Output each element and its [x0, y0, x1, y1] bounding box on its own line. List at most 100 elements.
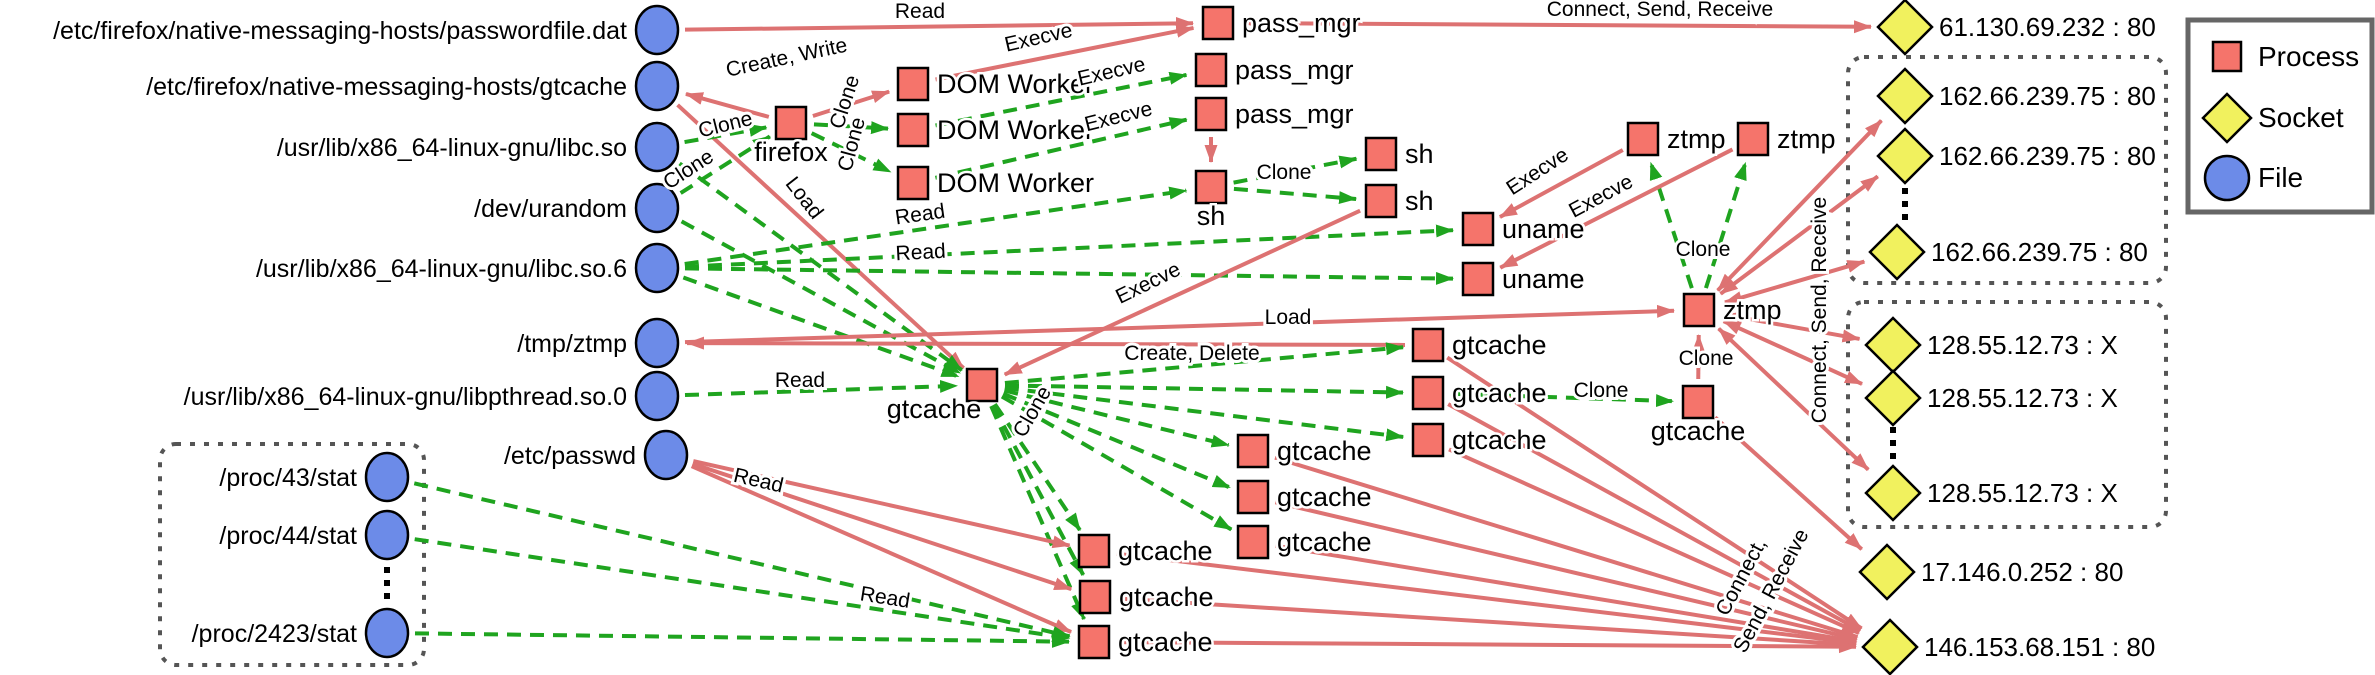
shr2-label: sh — [1405, 186, 1434, 216]
gm2-label: gtcache — [1277, 482, 1372, 512]
edge-label-firefox-f2: Create, Write — [724, 34, 849, 82]
edge-firefox-dom2 — [813, 121, 890, 135]
socket-node-s162c — [1868, 223, 1926, 281]
edge-f8-gb1 — [692, 459, 1071, 549]
edge-gr1-f6 — [685, 336, 1406, 350]
group-box-3 — [1846, 300, 2168, 529]
f10-label: /proc/44/stat — [219, 522, 357, 550]
f5-label: /usr/lib/x86_64-linux-gnu/libc.so.6 — [256, 255, 627, 283]
socket-node-s61 — [1876, 0, 1934, 56]
process-node-gz — [1681, 384, 1715, 420]
f7-label: /usr/lib/x86_64-linux-gnu/libpthread.so.… — [184, 383, 627, 411]
edge-label-gr2-gz: Clone — [1574, 379, 1629, 402]
legend-file-swatch — [2203, 154, 2251, 202]
edge-label-f10-gb3: Read — [858, 582, 911, 613]
edge-f1-pm1 — [684, 17, 1195, 32]
edge-gb2-s146 — [1117, 596, 1858, 651]
socket-node-s162b — [1876, 127, 1934, 185]
gr1-label: gtcache — [1452, 330, 1547, 360]
shr1-label: sh — [1405, 139, 1434, 169]
edge-shr2-g0 — [1003, 208, 1361, 377]
file-node-f6 — [634, 317, 680, 369]
process-node-dom1 — [896, 66, 930, 102]
ellipsis-dot — [1890, 427, 1896, 433]
f2-label: /etc/firefox/native-messaging-hosts/gtca… — [146, 73, 627, 101]
file-node-f5 — [634, 242, 680, 294]
edge-label-f5-un1: Read — [895, 240, 946, 266]
socket-node-s146 — [1861, 618, 1919, 675]
edge-f8-gb2 — [691, 461, 1073, 592]
process-node-zt2 — [1736, 121, 1770, 157]
edge-pm1-s61 — [1243, 16, 1873, 34]
f1-label: /etc/firefox/native-messaging-hosts/pass… — [53, 17, 627, 45]
edge-label-gz-zt0: Clone — [1679, 347, 1734, 370]
edge-label-f1-pm1: Read — [895, 0, 945, 23]
legend-socket-swatch — [2201, 92, 2253, 144]
pm3-label: pass_mgr — [1235, 99, 1354, 129]
ellipsis-dot — [1902, 188, 1908, 194]
zt1-label: ztmp — [1667, 124, 1726, 154]
pm1-label: pass_mgr — [1242, 8, 1361, 38]
edge-gr1-s146 — [1446, 355, 1863, 631]
process-node-pm1 — [1201, 5, 1235, 41]
edge-zt1-un1 — [1498, 148, 1624, 219]
gr2-label: gtcache — [1452, 378, 1547, 408]
free-edge-label: Connect, Send, Receive — [1808, 197, 1831, 423]
ellipsis-dot — [1890, 440, 1896, 446]
edge-gm3-s146 — [1275, 543, 1858, 646]
f3-label: /usr/lib/x86_64-linux-gnu/libc.so — [277, 134, 627, 162]
file-node-f7 — [634, 370, 680, 422]
edge-g0-gb2 — [991, 404, 1086, 576]
legend-process-swatch — [2211, 40, 2243, 73]
edge-firefox-dom3 — [810, 131, 892, 174]
process-node-gr2 — [1411, 375, 1445, 411]
s128b-label: 128.55.12.73 : X — [1927, 383, 2118, 413]
edge-label-f6-zt0: Load — [1265, 306, 1312, 329]
legend-label-file: File — [2258, 162, 2303, 193]
ellipsis-dot — [384, 567, 390, 573]
process-node-gm2 — [1236, 479, 1270, 515]
s128a-label: 128.55.12.73 : X — [1927, 330, 2118, 360]
file-node-f4 — [634, 182, 680, 234]
edge-f4-firefox — [679, 134, 771, 195]
socket-node-s128a — [1864, 316, 1922, 374]
edge-g0-gm1 — [1003, 388, 1230, 448]
edge-gr2-gz — [1450, 391, 1675, 408]
edge-zt0-s128c — [1717, 327, 1870, 472]
s61-label: 61.130.69.232 : 80 — [1939, 12, 2156, 42]
process-node-firefox — [774, 105, 808, 141]
edge-f9-gb3 — [413, 481, 1071, 639]
legend-label-socket: Socket — [2258, 102, 2344, 133]
edge-label-sh0-shr1: Clone — [1257, 161, 1312, 184]
process-node-gr3 — [1411, 422, 1445, 458]
socket-node-s17 — [1858, 543, 1916, 601]
edge-g0-gm3 — [1000, 394, 1233, 532]
process-node-sh0 — [1194, 169, 1228, 205]
f9-label: /proc/43/stat — [219, 464, 357, 492]
file-node-f2 — [634, 60, 680, 112]
edge-label-f3-firefox: Clone — [696, 107, 755, 143]
pm2-label: pass_mgr — [1235, 55, 1354, 85]
edge-label-f2-g0: Load — [781, 173, 828, 224]
edge-dom1-pm1 — [935, 24, 1195, 82]
edge-gr2-s146 — [1447, 402, 1862, 633]
edge-f5-sh0 — [684, 186, 1188, 266]
s162b-label: 162.66.239.75 : 80 — [1939, 141, 2156, 171]
gz-label: gtcache — [1651, 416, 1746, 446]
edge-firefox-f2 — [684, 92, 770, 119]
edge-f5-un2 — [684, 266, 1455, 285]
f11-label: /proc/2423/stat — [192, 620, 357, 648]
edge-zt0-s162c — [1723, 259, 1866, 305]
socket-node-s162a — [1876, 67, 1934, 125]
socket-node-s128c — [1864, 464, 1922, 522]
edge-zt0-s162b — [1719, 174, 1879, 296]
edge-g0-gb1 — [993, 402, 1082, 532]
edge-dom3-pm3 — [934, 117, 1188, 180]
g0-label: gtcache — [887, 394, 982, 424]
process-node-gb2 — [1078, 579, 1112, 615]
edge-gm2-s146 — [1274, 500, 1858, 642]
gm1-label: gtcache — [1277, 436, 1372, 466]
edge-label-shr2-g0: Execve — [1112, 258, 1184, 309]
